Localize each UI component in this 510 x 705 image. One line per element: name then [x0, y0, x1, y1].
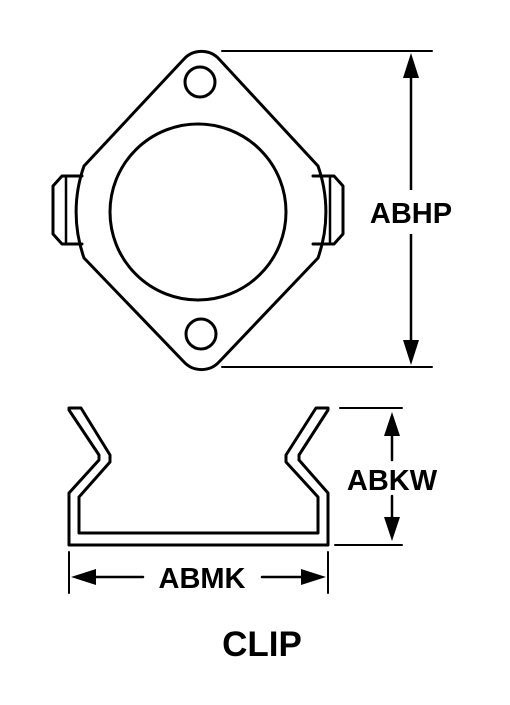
mounting-hole-bottom — [184, 317, 218, 351]
arrow-up — [384, 412, 400, 436]
height-dimension: ABHP — [221, 50, 464, 368]
arrow-left — [71, 569, 96, 585]
arrow-down — [403, 340, 419, 365]
side-tab-right — [311, 174, 345, 246]
depth-dimension-label: ABKW — [347, 465, 438, 497]
arrow-down — [384, 517, 400, 541]
clip-top-view — [51, 49, 345, 372]
clip-profile-outer — [67, 406, 330, 547]
width-dimension-label: ABMK — [159, 563, 246, 595]
depth-dimension: ABKW — [334, 407, 438, 546]
arrow-right — [301, 569, 326, 585]
clip-side-view — [67, 406, 330, 547]
center-bore — [108, 122, 288, 302]
mounting-hole-top — [183, 65, 217, 99]
height-dimension-label: ABHP — [370, 198, 452, 230]
arrow-up — [403, 53, 419, 78]
clip-outer-outline — [74, 49, 328, 372]
side-tab-left — [51, 174, 84, 246]
drawing-caption: CLIP — [222, 625, 302, 664]
width-dimension: ABMK — [68, 551, 329, 595]
